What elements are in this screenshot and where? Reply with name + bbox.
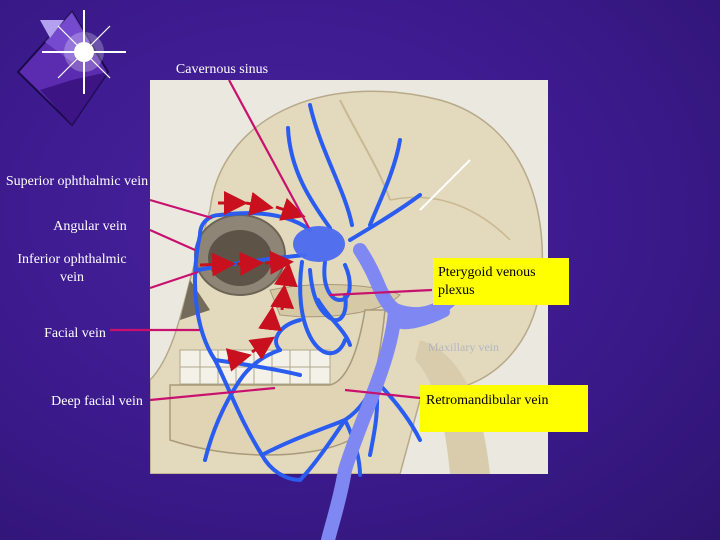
label-inferior-ophthalmic-vein: Inferior ophthalmic vein [17, 252, 127, 285]
label-pterygoid-venous-plexus: Pterygoid venous plexus [438, 265, 536, 298]
retromandibular-vessel [321, 243, 457, 540]
retromandibular-label-box [420, 385, 588, 432]
label-retromandibular-vein: Retromandibular vein [426, 393, 549, 408]
label-facial-vein: Facial vein [44, 326, 106, 341]
cavernous-sinus-blob [293, 226, 345, 262]
faded-label: Maxillary vein [428, 340, 499, 354]
label-cavernous-sinus: Cavernous sinus [175, 62, 269, 77]
flow-arrows [199, 191, 306, 372]
sparkle-logo-icon [16, 10, 126, 127]
label-superior-ophthalmic-vein: Superior ophthalmic vein [5, 174, 149, 189]
label-deep-facial-vein: Deep facial vein [51, 394, 143, 409]
label-pointers [110, 79, 433, 402]
label-angular-vein: Angular vein [53, 219, 127, 234]
pterygoid-label-box [433, 258, 569, 305]
